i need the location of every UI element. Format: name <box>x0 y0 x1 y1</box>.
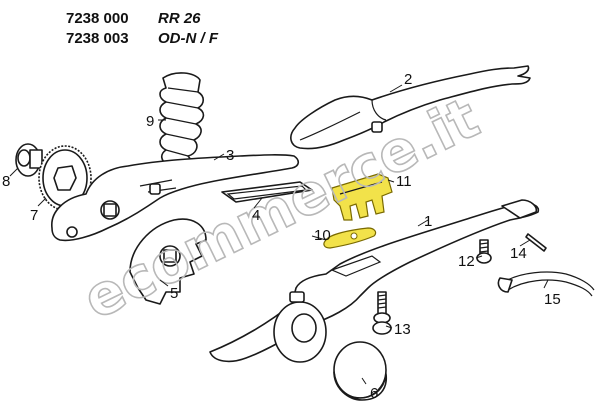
part-15-cable <box>497 271 595 297</box>
part-1-lower-arm <box>209 199 540 363</box>
callout-8: 8 <box>2 173 10 190</box>
part-6-round-cap <box>333 341 387 401</box>
part-8-cap-nut <box>15 143 43 177</box>
part-7-toothed-washer <box>38 145 92 211</box>
part-12-screw <box>476 239 492 264</box>
callout-12: 12 <box>458 253 475 270</box>
part-9-bellows <box>159 72 205 169</box>
part-4-rubber-strip <box>221 181 313 203</box>
callout-15: 15 <box>544 291 561 308</box>
callout-1: 1 <box>424 213 432 230</box>
part-5-cam-plate <box>129 218 207 305</box>
callout-9: 9 <box>146 113 154 130</box>
callout-14: 14 <box>510 245 527 262</box>
callout-11: 11 <box>396 173 412 190</box>
part-2-upper-arm <box>290 65 531 150</box>
callout-2: 2 <box>404 71 412 88</box>
callout-4: 4 <box>252 207 260 224</box>
header-row-1: 7238 000 RR 26 <box>66 10 201 27</box>
part-11-clip <box>331 173 393 221</box>
part-code: 7238 003 <box>66 30 129 47</box>
part-14-pin <box>525 233 547 252</box>
callout-10: 10 <box>314 227 331 244</box>
model-name: RR 26 <box>158 10 201 27</box>
header-row-2: 7238 003 OD-N / F <box>66 30 218 47</box>
leader-lines <box>9 84 549 385</box>
callout-6: 6 <box>370 385 378 402</box>
callout-7: 7 <box>30 207 38 224</box>
callout-3: 3 <box>226 147 234 164</box>
part-13-bolt <box>372 291 392 335</box>
part-code: 7238 000 <box>66 10 129 27</box>
callout-labels: 1 2 3 4 5 6 7 8 9 10 11 12 13 14 15 <box>2 71 561 402</box>
part-3-middle-arm <box>51 154 300 242</box>
part-10-plate <box>323 227 377 249</box>
callout-13: 13 <box>394 321 411 338</box>
model-name: OD-N / F <box>158 30 218 47</box>
callout-5: 5 <box>170 285 178 302</box>
